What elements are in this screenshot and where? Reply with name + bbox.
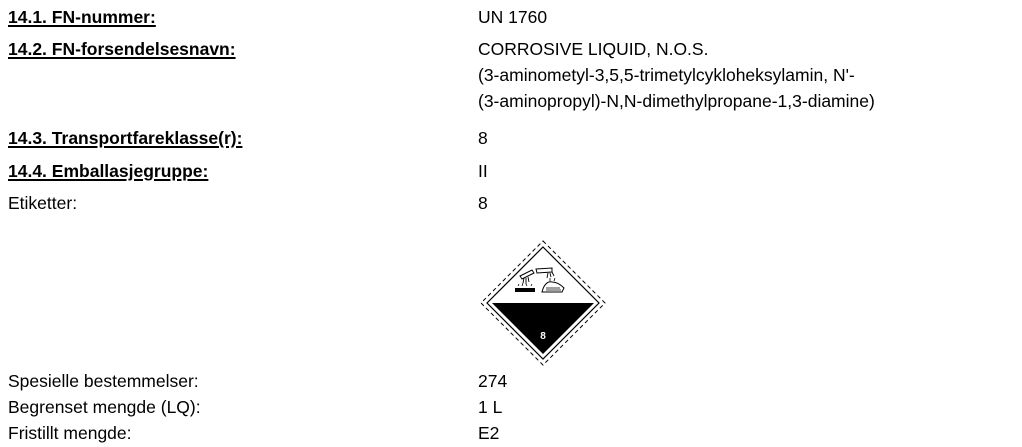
labels-label: Etiketter: bbox=[8, 193, 78, 213]
packing-group-heading: 14.4. Emballasjegruppe: bbox=[8, 161, 209, 181]
hazard-class-value: 8 bbox=[478, 128, 488, 148]
labels-value: 8 bbox=[478, 193, 488, 213]
corrosive-pictogram bbox=[515, 267, 565, 293]
shipping-name-line-1: CORROSIVE LIQUID, N.O.S. bbox=[478, 39, 709, 59]
shipping-name-line-2: (3-aminometyl-3,5,5-trimetylcykloheksyla… bbox=[478, 65, 855, 85]
shipping-name-heading: 14.2. FN-forsendelsesnavn: bbox=[8, 39, 236, 59]
special-provisions-label: Spesielle bestemmelser: bbox=[8, 371, 199, 391]
un-number-heading: 14.1. FN-nummer: bbox=[8, 7, 156, 27]
special-provisions-value: 274 bbox=[478, 371, 508, 391]
limited-quantity-label: Begrenset mengde (LQ): bbox=[8, 397, 201, 417]
placard-lower-half bbox=[492, 303, 594, 354]
placard-class-number: 8 bbox=[540, 331, 546, 342]
excepted-quantity-label: Fristillt mengde: bbox=[8, 423, 132, 443]
shipping-name-line-3: (3-aminopropyl)-N,N-dimethylpropane-1,3-… bbox=[478, 91, 875, 111]
hazard-class-heading: 14.3. Transportfareklasse(r): bbox=[8, 128, 243, 148]
limited-quantity-value: 1 L bbox=[478, 397, 503, 417]
placard-border bbox=[486, 246, 600, 360]
corrosive-hazard-diamond-icon: 8 bbox=[480, 240, 606, 366]
un-number-value: UN 1760 bbox=[478, 7, 548, 27]
excepted-quantity-value: E2 bbox=[478, 423, 500, 443]
packing-group-value: II bbox=[478, 161, 488, 181]
